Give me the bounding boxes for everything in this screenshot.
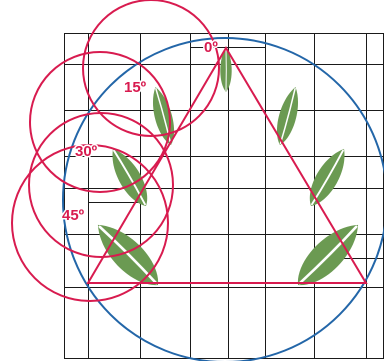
leaf-30deg-right <box>302 143 354 211</box>
circle-0deg <box>83 0 219 136</box>
label-45deg: 45º <box>62 207 85 224</box>
circle-45deg <box>12 145 168 301</box>
leaf-15deg-right <box>272 85 304 147</box>
label-0deg: 0º <box>204 39 218 56</box>
label-15deg: 15º <box>124 79 147 96</box>
label-30deg: 30º <box>75 143 98 160</box>
leaf-30deg-left <box>104 143 156 211</box>
